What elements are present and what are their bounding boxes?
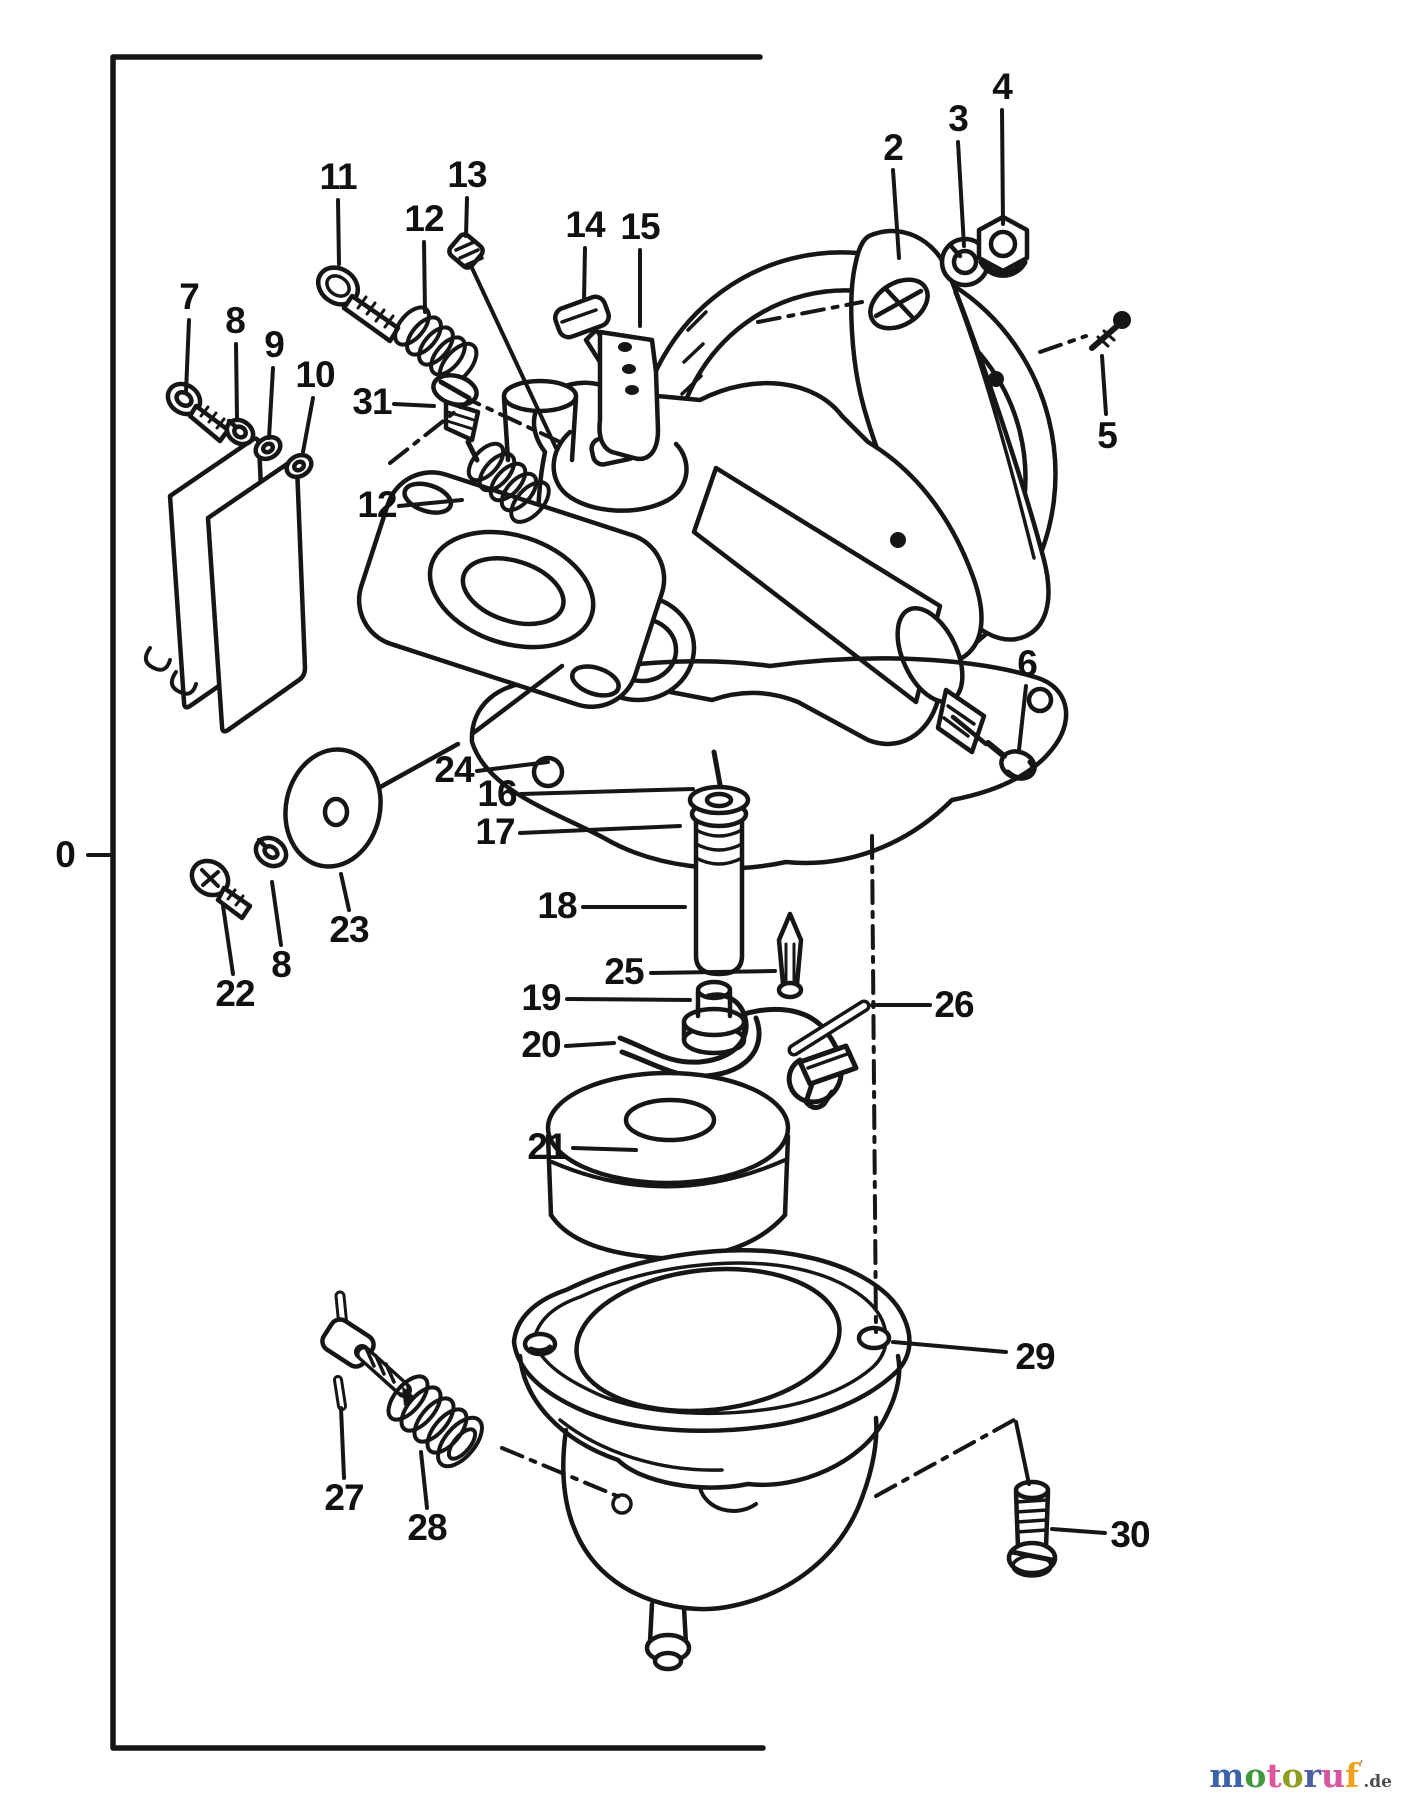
- part-callout-14: 14: [565, 204, 605, 245]
- part-callout-31: 31: [352, 381, 392, 422]
- part-callout-0: 0: [55, 834, 76, 875]
- mounting-flange: [356, 470, 667, 709]
- part-callout-18: 18: [537, 885, 577, 926]
- cover-plate: [143, 434, 314, 734]
- part-callout-19: 19: [521, 977, 561, 1018]
- part-callout-7: 7: [179, 276, 200, 317]
- part-callout-5: 5: [1097, 415, 1118, 456]
- part-callout-25: 25: [604, 951, 644, 992]
- part-callout-4: 4: [992, 66, 1013, 107]
- part-callout-13: 13: [447, 154, 487, 195]
- part-callout-8: 8: [225, 300, 246, 341]
- lock-washer-3: [939, 236, 991, 288]
- float-pin-26: [787, 999, 871, 1057]
- spring-12-upper: [393, 305, 479, 387]
- bracket-part: [849, 228, 1051, 642]
- part-callout-17: 17: [475, 811, 515, 852]
- part-callout-16: 16: [477, 773, 517, 814]
- alignment-lines: [388, 300, 1088, 1500]
- float-bowl: [511, 1248, 912, 1672]
- bowl-screw-30: [1006, 1479, 1058, 1578]
- carburetor-body: [501, 378, 987, 755]
- part-callout-27: 27: [324, 1477, 364, 1518]
- part-callout-28: 28: [407, 1507, 447, 1548]
- part-callout-11: 11: [319, 156, 357, 197]
- clip-13: [447, 232, 485, 270]
- part-callout-29: 29: [1015, 1336, 1055, 1377]
- part-callout-20: 20: [521, 1024, 561, 1065]
- bolt-11: [315, 265, 401, 344]
- brand-logo-letters: motoruf: [1209, 1756, 1360, 1795]
- brand-logo: motoruf’.de: [1209, 1759, 1392, 1792]
- idle-screw-27: [320, 1290, 416, 1411]
- part-callout-26: 26: [934, 984, 974, 1025]
- choke-knob-and-bracket: [553, 294, 661, 462]
- screw-31: [431, 373, 481, 463]
- screw-22-washer-8: [189, 835, 289, 921]
- brand-logo-mark: ’: [1359, 1758, 1364, 1772]
- part-callout-24: 24: [434, 749, 474, 790]
- part-callout-10: 10: [295, 354, 335, 395]
- jet-and-valve-seat: [687, 749, 751, 977]
- assembly-frame: [110, 54, 766, 1751]
- screw-7-washer-8: [165, 381, 256, 447]
- part-callout-3: 3: [948, 98, 969, 139]
- brand-logo-suffix: .de: [1363, 1772, 1392, 1792]
- part-callout-8: 8: [271, 944, 292, 985]
- part-callout-2: 2: [883, 127, 904, 168]
- part-callout-15: 15: [620, 206, 660, 247]
- hex-nut-4: [976, 214, 1030, 278]
- part-callout-12: 12: [404, 198, 444, 239]
- float-needle-25: [776, 911, 804, 1000]
- disc-23: [283, 663, 565, 869]
- part-callout-23: 23: [329, 909, 369, 950]
- part-callout-6: 6: [1017, 643, 1038, 684]
- screw-5: [1089, 311, 1131, 351]
- part-callout-12: 12: [357, 484, 397, 525]
- part-callout-30: 30: [1110, 1514, 1150, 1555]
- spring-12-lower: [466, 441, 551, 524]
- part-callout-9: 9: [264, 324, 285, 365]
- part-callout-22: 22: [215, 973, 255, 1014]
- part-callout-21: 21: [527, 1126, 567, 1167]
- leader-lines: [86, 108, 1108, 1535]
- spring-28: [386, 1374, 484, 1469]
- float-21: [545, 1070, 791, 1261]
